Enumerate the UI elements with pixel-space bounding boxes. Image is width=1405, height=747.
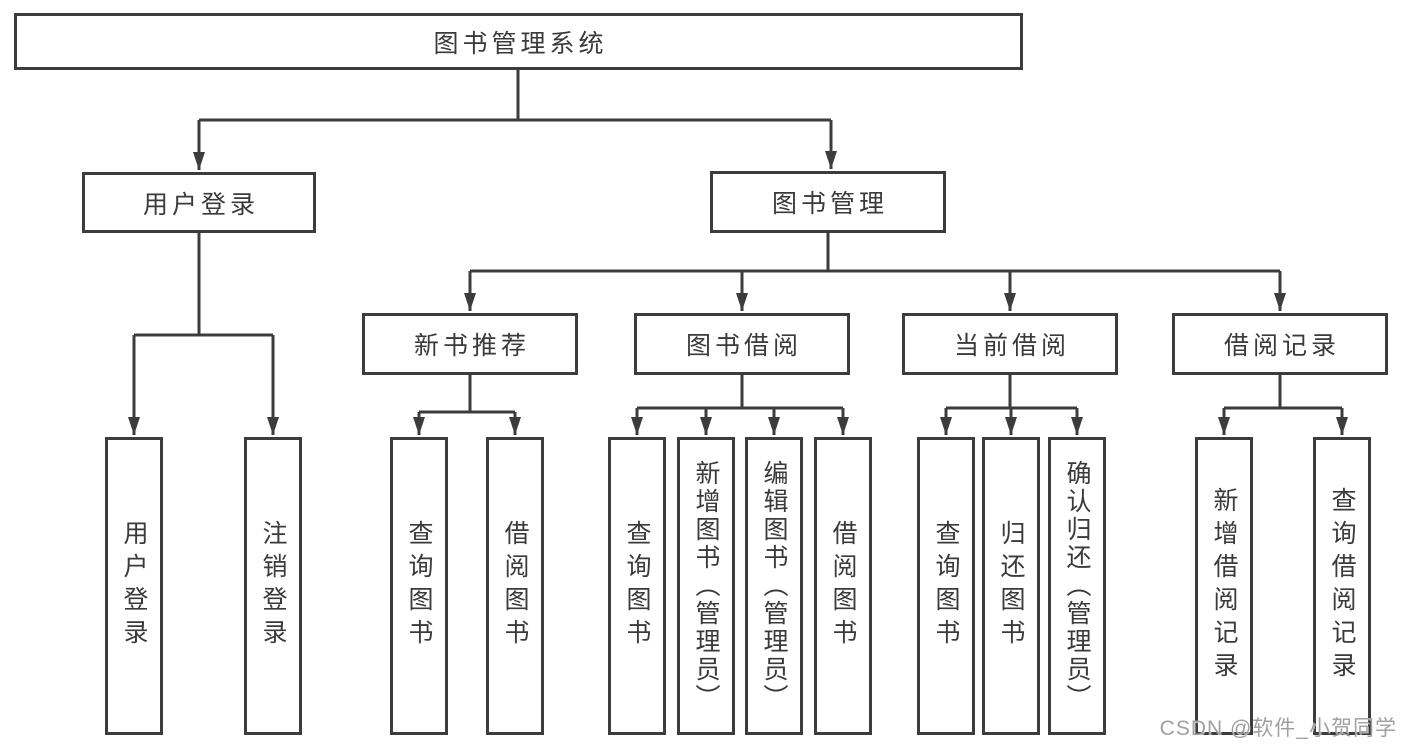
leaf-query-books-borrow: 查询图书 (608, 437, 666, 735)
leaf-query-books-current: 查询图书 (917, 437, 975, 735)
leaf-edit-books-admin: 编辑图书（管理员） (745, 437, 803, 735)
leaf-borrow-books: 借阅图书 (814, 437, 872, 735)
node-label: 图书管理系统 (433, 29, 608, 58)
leaf-confirm-return-admin: 确认归还（管理员） (1048, 437, 1106, 735)
node-book-management-system: 图书管理系统 (14, 13, 1023, 70)
node-user-login: 用户登录 (82, 172, 316, 233)
leaf-add-borrow-record: 新增借阅记录 (1195, 437, 1253, 735)
leaf-borrow-books-recommend: 借阅图书 (486, 437, 544, 735)
node-label: 用户登录 (142, 190, 259, 219)
node-current-borrowing: 当前借阅 (902, 313, 1118, 375)
leaf-return-books: 归还图书 (982, 437, 1040, 735)
leaf-query-borrow-record: 查询借阅记录 (1313, 437, 1371, 735)
node-label: 图书借阅 (685, 332, 802, 360)
leaf-add-books-admin: 新增图书（管理员） (677, 437, 735, 735)
leaf-logout: 注销登录 (244, 437, 302, 735)
node-label: 当前借阅 (953, 332, 1070, 360)
leaf-user-login: 用户登录 (105, 437, 163, 735)
node-label: 新书推荐 (413, 332, 530, 360)
node-label: 图书管理 (771, 190, 888, 218)
leaf-query-books-recommend: 查询图书 (390, 437, 448, 735)
node-book-borrowing: 图书借阅 (634, 313, 850, 375)
csdn-watermark: CSDN @软件_小贺同学 (1159, 717, 1397, 740)
node-label: 借阅记录 (1223, 332, 1340, 360)
node-book-management: 图书管理 (710, 171, 946, 233)
node-new-book-recommend: 新书推荐 (362, 313, 578, 375)
node-borrowing-records: 借阅记录 (1172, 313, 1388, 375)
